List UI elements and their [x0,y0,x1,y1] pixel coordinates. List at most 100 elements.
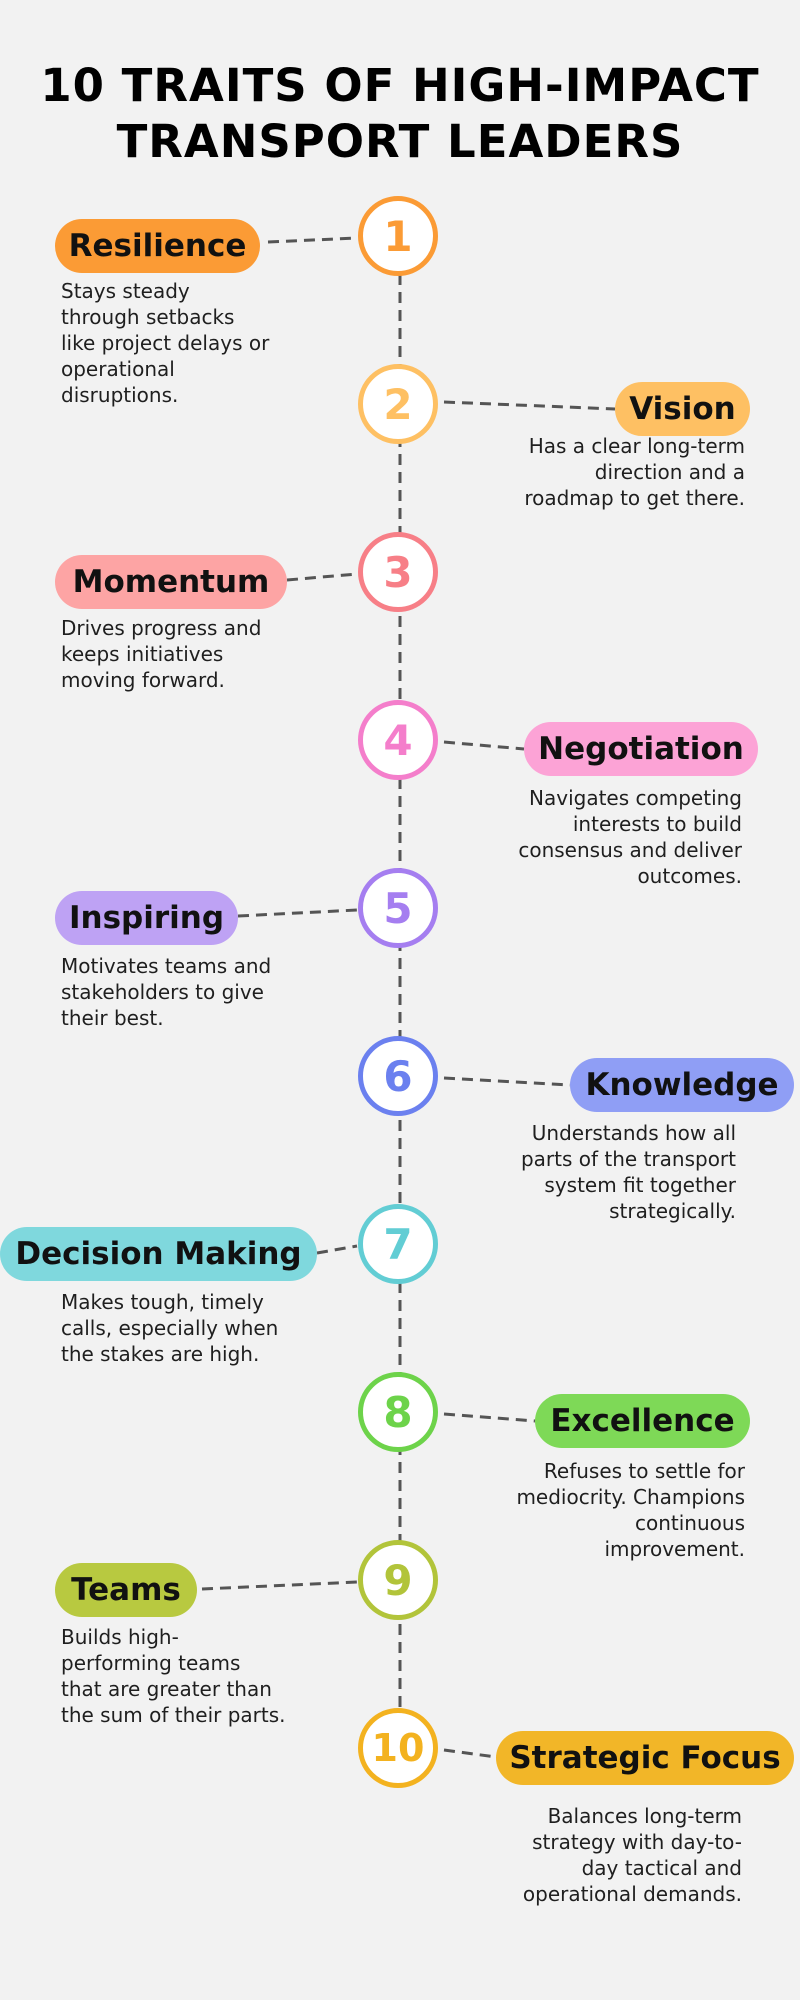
desc-line: the stakes are high. [61,1342,260,1366]
trait-desc-momentum: Drives progress and keeps initiatives mo… [61,615,261,693]
desc-line: through setbacks [61,305,235,329]
desc-line: Balances long-term [547,1804,742,1828]
trait-desc-knowledge: Understands how all parts of the transpo… [470,1120,736,1224]
desc-line: Builds high- [61,1625,179,1649]
trait-desc-strategic-focus: Balances long-term strategy with day-to-… [470,1803,742,1907]
desc-line: operational [61,357,175,381]
desc-line: like project delays or [61,331,270,355]
desc-line: Drives progress and [61,616,262,640]
desc-line: Refuses to settle for [543,1459,745,1483]
desc-line: Makes tough, timely [61,1290,264,1314]
connector-7 [316,1244,358,1255]
title-line-1: 10 TRAITS OF HIGH-IMPACT [40,59,760,112]
connector-1 [267,236,358,244]
trait-name-decision-making: Decision Making [15,1236,302,1272]
desc-line: direction and a [594,460,745,484]
desc-line: day tactical and [581,1856,742,1880]
number-badge-1: 1 [358,196,438,276]
number-badge-6: 6 [358,1036,438,1116]
desc-line: keeps initiatives [61,642,224,666]
trait-pill-knowledge: Knowledge [570,1058,794,1112]
trait-name-teams: Teams [71,1572,181,1608]
desc-line: parts of the transport [520,1147,736,1171]
connector-3 [286,572,358,582]
trait-pill-inspiring: Inspiring [55,891,238,945]
desc-line: that are greater than [61,1677,272,1701]
title-line-2: TRANSPORT LEADERS [116,115,684,168]
trait-desc-resilience: Stays steady through setbacks like proje… [61,278,269,408]
trait-desc-decision-making: Makes tough, timely calls, especially wh… [61,1289,278,1367]
connector-5 [237,908,358,918]
desc-line: Motivates teams and [61,954,272,978]
desc-line: strategically. [609,1199,736,1223]
desc-line: improvement. [604,1537,745,1561]
desc-line: Stays steady [61,279,190,303]
trait-name-negotiation: Negotiation [538,731,744,767]
desc-line: consensus and deliver [518,838,742,862]
desc-line: mediocrity. Champions [516,1485,745,1509]
number-badge-3: 3 [358,532,438,612]
number-7: 7 [383,1219,413,1269]
number-3: 3 [383,547,413,597]
number-10: 10 [371,1726,425,1770]
trait-pill-negotiation: Negotiation [524,722,758,776]
trait-desc-excellence: Refuses to settle for mediocrity. Champi… [460,1458,745,1562]
trait-name-strategic-focus: Strategic Focus [509,1740,781,1776]
desc-line: stakeholders to give [61,980,264,1004]
number-badge-9: 9 [358,1540,438,1620]
desc-line: calls, especially when [61,1316,279,1340]
desc-line: Navigates competing [529,786,742,810]
number-2: 2 [383,379,413,429]
connector-4 [443,740,525,751]
trait-pill-teams: Teams [55,1563,197,1617]
desc-line: system fit together [544,1173,736,1197]
trait-desc-vision: Has a clear long-term direction and a ro… [480,433,745,511]
desc-line: the sum of their parts. [61,1703,286,1727]
number-9: 9 [383,1555,413,1605]
connector-8 [443,1412,536,1423]
number-badge-4: 4 [358,700,438,780]
number-badge-8: 8 [358,1372,438,1452]
desc-line: operational demands. [522,1882,742,1906]
connector-10 [443,1748,497,1759]
trait-name-excellence: Excellence [550,1403,735,1439]
trait-pill-vision: Vision [615,382,750,436]
trait-name-resilience: Resilience [68,228,247,264]
number-1: 1 [383,211,413,261]
number-4: 4 [383,715,413,765]
number-badge-7: 7 [358,1204,438,1284]
desc-line: interests to build [572,812,742,836]
trait-pill-strategic-focus: Strategic Focus [496,1731,794,1785]
trait-desc-teams: Builds high- performing teams that are g… [61,1624,286,1728]
trait-pill-momentum: Momentum [55,555,287,609]
desc-line: Understands how all [531,1121,736,1145]
number-8: 8 [383,1387,413,1437]
desc-line: Has a clear long-term [528,434,745,458]
number-badge-10: 10 [358,1708,438,1788]
trait-pill-resilience: Resilience [55,219,260,273]
connector-9 [201,1580,358,1591]
desc-line: roadmap to get there. [524,486,745,510]
trait-name-knowledge: Knowledge [585,1067,779,1103]
number-badge-2: 2 [358,364,438,444]
trait-name-inspiring: Inspiring [68,900,225,936]
connector-2 [443,400,616,411]
desc-line: strategy with day-to- [532,1830,742,1854]
desc-line: disruptions. [61,383,179,407]
number-6: 6 [383,1051,413,1101]
page-title: 10 TRAITS OF HIGH-IMPACT TRANSPORT LEADE… [0,58,800,170]
number-badge-5: 5 [358,868,438,948]
desc-line: continuous [635,1511,745,1535]
desc-line: outcomes. [637,864,742,888]
desc-line: performing teams [61,1651,241,1675]
trait-pill-decision-making: Decision Making [0,1227,317,1281]
trait-desc-inspiring: Motivates teams and stakeholders to give… [61,953,271,1031]
trait-desc-negotiation: Navigates competing interests to build c… [470,785,742,889]
connector-6 [443,1076,571,1087]
trait-pill-excellence: Excellence [535,1394,750,1448]
desc-line: their best. [61,1006,164,1030]
trait-name-momentum: Momentum [72,564,270,600]
desc-line: moving forward. [61,668,225,692]
number-5: 5 [383,883,413,933]
